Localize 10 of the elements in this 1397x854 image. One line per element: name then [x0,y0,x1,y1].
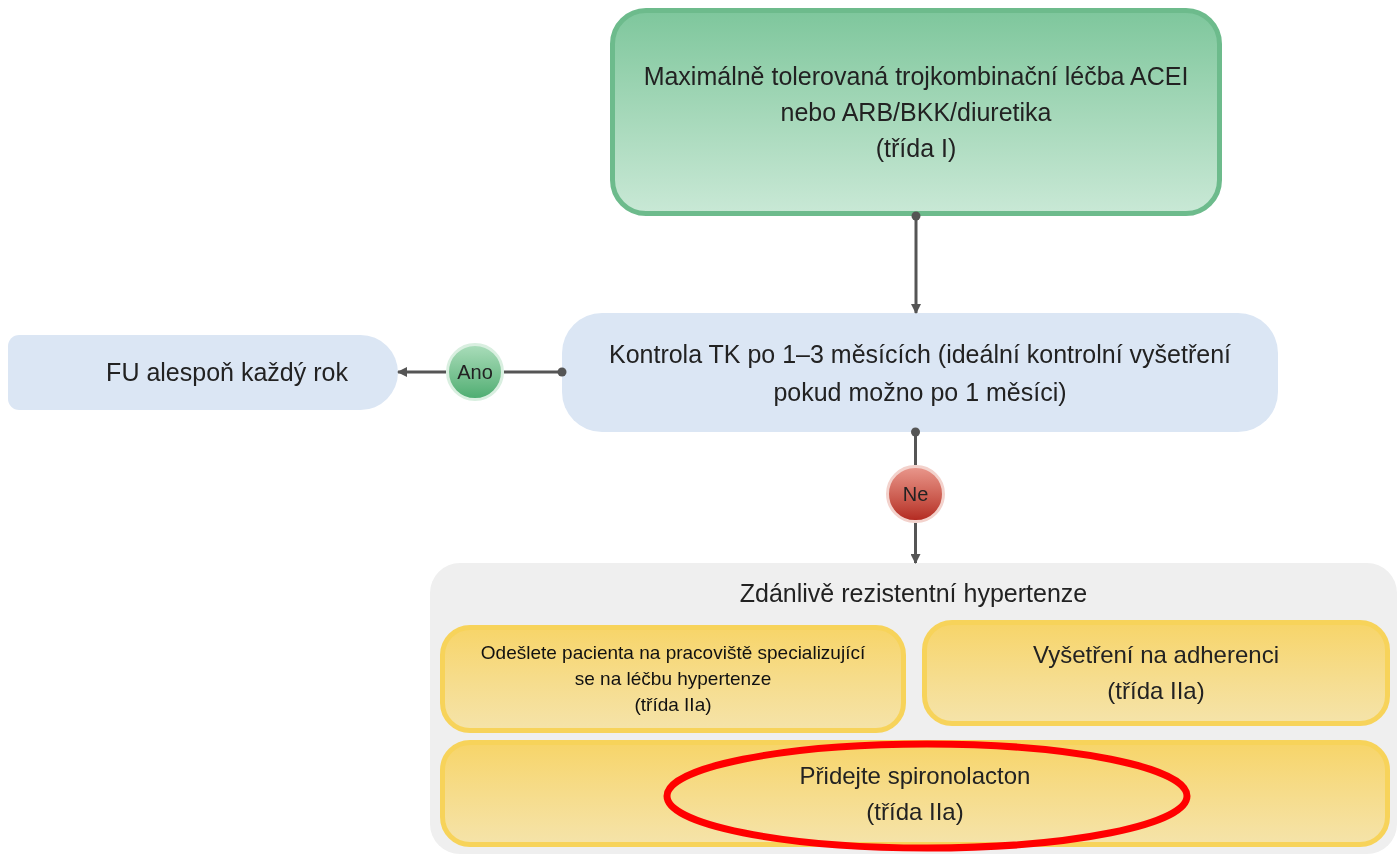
process-box: Kontrola TK po 1–3 měsících (ideální kontrolní vyšetření pokud možno po 1 měsíci) [562,313,1278,432]
arrow [911,211,921,314]
group-panel: Zdánlivě rezistentní hypertenze Odešlete pacienta na pracoviště specializující se na léčbu hypertenze (třída IIa) Vyšetření na adherenci (třída IIa) Přidejte spironolacton (třída IIa) [430,563,1397,854]
process-box: Vyšetření na adherenci (třída IIa) [922,620,1390,726]
process-box: Maximálně tolerovaná trojkombinační léčba ACEI nebo ARB/BKK/diuretika (třída I) [610,8,1222,216]
arrow [910,523,921,564]
process-box: Přidejte spironolacton (třída IIa) [440,740,1390,847]
process-box: Odešlete pacienta na pracoviště specializující se na léčbu hypertenze (třída IIa) [440,625,906,733]
process-box: FU alespoň každý rok [8,335,398,410]
arrow [397,367,446,377]
